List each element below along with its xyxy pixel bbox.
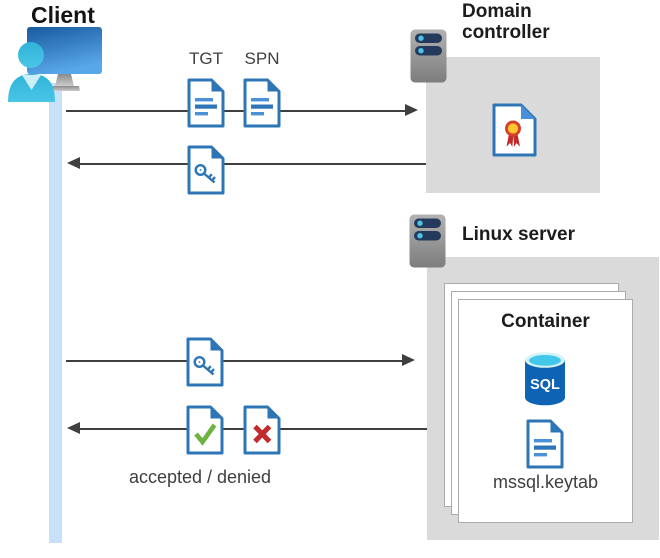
client-computer-user-icon	[8, 27, 102, 102]
rosette-center	[507, 123, 519, 134]
container-label: Container	[501, 311, 590, 332]
client-to-dc-arrowhead-icon	[405, 104, 418, 116]
keytab-filename-label: mssql.keytab	[492, 472, 599, 492]
monitor-screen	[27, 27, 102, 74]
sql-database-icon: SQL	[525, 352, 565, 406]
accepted-denied-label: accepted / denied	[128, 467, 272, 487]
ribbon-tail	[506, 134, 514, 147]
spn-document-icon	[243, 78, 281, 128]
sql-badge-text: SQL	[530, 377, 560, 393]
domain-controller-label: Domain controller	[462, 1, 550, 43]
client-to-dc-arrow-line	[66, 110, 406, 112]
ribbon-tail	[513, 134, 520, 147]
person-head	[18, 42, 44, 68]
denied-cross-document-icon	[243, 405, 281, 455]
keytab-document-icon	[526, 419, 564, 469]
key-ticket-document-icon	[186, 337, 224, 387]
container-card	[458, 299, 633, 523]
check-icon	[194, 423, 217, 446]
client-lifeline	[49, 83, 62, 543]
domain-controller-server-icon	[410, 29, 447, 83]
linux-server-icon	[409, 214, 446, 268]
dc-to-client-arrow-line	[80, 163, 426, 165]
tgt-document-icon	[187, 78, 225, 128]
accepted-check-document-icon	[186, 405, 224, 455]
client-to-linux-arrow-line	[66, 360, 403, 362]
dc-to-client-arrowhead-icon	[67, 157, 80, 169]
person-collar	[22, 75, 41, 90]
monitor-stand-base	[49, 86, 80, 91]
client-to-linux-arrowhead-icon	[402, 354, 415, 366]
spn-label: SPN	[244, 49, 280, 68]
key-glyph	[193, 356, 215, 376]
tgt-label: TGT	[189, 49, 223, 68]
key-ticket-document-icon	[187, 145, 225, 195]
monitor-stand-neck	[55, 74, 74, 86]
linux-server-label: Linux server	[462, 224, 575, 245]
linux-to-client-arrowhead-icon	[67, 422, 80, 434]
cross-icon	[253, 424, 272, 444]
key-glyph	[194, 164, 216, 184]
certificate-document-icon	[492, 103, 537, 157]
client-label: Client	[31, 2, 95, 28]
